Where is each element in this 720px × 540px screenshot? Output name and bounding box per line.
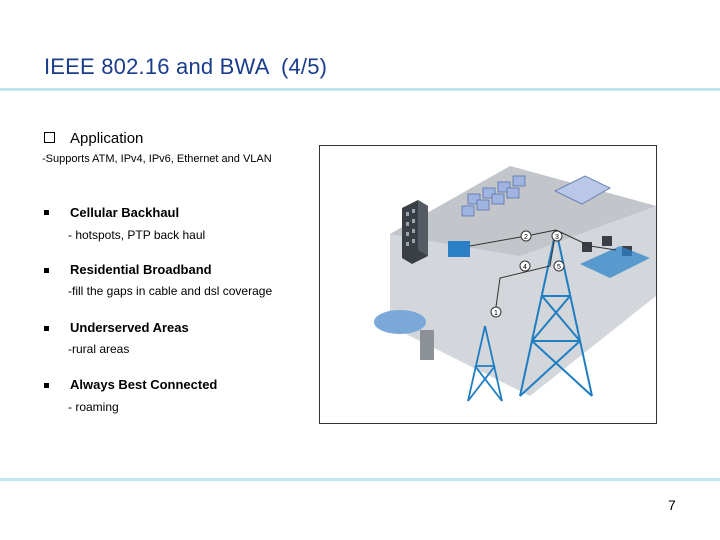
supports-text: -Supports ATM, IPv4, IPv6, Ethernet and … xyxy=(42,153,272,165)
cloud-icon xyxy=(374,310,426,334)
svg-text:2: 2 xyxy=(524,234,528,241)
svg-text:3: 3 xyxy=(555,234,559,241)
slide-title: IEEE 802.16 and BWA (4/5) xyxy=(44,54,328,79)
bullet-square-icon xyxy=(44,326,49,331)
platform-icon xyxy=(580,246,650,278)
svg-text:4: 4 xyxy=(523,264,527,271)
title-divider xyxy=(0,88,720,91)
bullet-detail: - hotspots, PTP back haul xyxy=(68,228,206,242)
office-building-icon xyxy=(402,200,428,264)
hotspot-building-icon xyxy=(448,241,470,257)
bullet-heading: Underserved Areas xyxy=(70,320,189,335)
section-heading: Application xyxy=(70,130,144,147)
page-number: 7 xyxy=(668,497,676,513)
bullet-square-icon xyxy=(44,210,49,215)
checkbox-bullet-icon xyxy=(44,132,55,143)
bullet-square-icon xyxy=(44,268,49,273)
server-tower-icon xyxy=(420,330,434,360)
main-tower-icon xyxy=(519,229,593,397)
bullet-square-icon xyxy=(44,383,49,388)
numbered-node-markers: 1 2 3 4 5 xyxy=(490,230,565,318)
bullet-detail: -fill the gaps in cable and dsl coverage xyxy=(68,284,273,298)
bullet-heading: Residential Broadband xyxy=(70,262,212,277)
residential-houses-icon xyxy=(461,175,526,217)
footer-divider xyxy=(0,478,720,481)
svg-text:1: 1 xyxy=(494,310,498,317)
network-diagram-illustration: 1 2 3 4 5 xyxy=(374,166,656,402)
bullet-detail: - roaming xyxy=(68,400,119,414)
small-tower-icon xyxy=(467,325,503,402)
bullet-heading: Cellular Backhaul xyxy=(70,205,180,220)
svg-text:5: 5 xyxy=(557,264,561,271)
bullet-detail: -rural areas xyxy=(68,342,130,356)
server-cluster-icon xyxy=(553,175,612,205)
bullet-heading: Always Best Connected xyxy=(70,377,218,392)
network-diagram: 1 2 3 4 5 xyxy=(319,145,657,424)
